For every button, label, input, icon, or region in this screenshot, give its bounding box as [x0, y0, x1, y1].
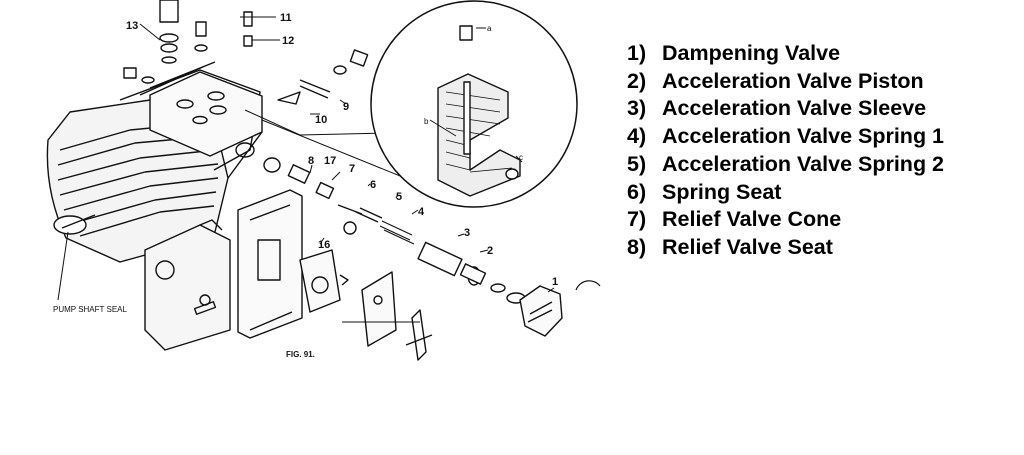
callout-17: 17	[324, 155, 336, 167]
end-cover	[361, 271, 433, 361]
legend-item: 1)Dampening Valve	[627, 41, 841, 65]
detail-callouts: a b c	[424, 24, 523, 162]
detail-callout-c: c	[519, 153, 523, 162]
callout-8: 8	[308, 155, 314, 167]
callout-7: 7	[349, 163, 355, 175]
legend-item: 8)Relief Valve Seat	[627, 234, 833, 259]
callout-10: 10	[315, 114, 327, 126]
legend-item: 4)Acceleration Valve Spring 1	[627, 124, 945, 149]
callout-2: 2	[487, 245, 493, 257]
legend-item: 6)Spring Seat	[627, 179, 782, 204]
valve-stack	[287, 164, 563, 337]
detail-callout-b: b	[424, 117, 429, 126]
callout-5: 5	[396, 191, 402, 203]
callout-1: 1	[552, 276, 558, 288]
callout-12: 12	[282, 35, 294, 47]
mounting-bracket	[144, 219, 231, 351]
exploded-pump-diagram: 1 2 3 4 5 6 7 8 9 10 11 12 13 16 17 a b …	[46, 0, 601, 361]
callout-11: 11	[280, 12, 292, 24]
top-fasteners	[123, 0, 369, 105]
pump-shaft-seal-label: PUMP SHAFT SEAL	[53, 305, 128, 314]
callout-6: 6	[370, 179, 376, 191]
partial-circle-mark	[575, 280, 601, 291]
legend-item: 7)Relief Valve Cone	[627, 207, 842, 232]
callout-9: 9	[343, 101, 349, 113]
callout-3: 3	[464, 227, 470, 239]
leader-lines	[57, 16, 555, 323]
callout-16: 16	[318, 239, 330, 251]
figure-caption: FIG. 91.	[286, 350, 315, 359]
callout-13: 13	[126, 20, 138, 32]
detail-callout-a: a	[487, 24, 492, 33]
callout-4: 4	[418, 206, 425, 218]
parts-legend: 1)Dampening Valve 2)Acceleration Valve P…	[627, 40, 944, 262]
valve-plate	[237, 189, 341, 339]
upper-block	[149, 71, 281, 179]
part-callouts: 1 2 3 4 5 6 7 8 9 10 11 12 13 16 17	[126, 12, 558, 288]
detail-inset	[370, 0, 578, 208]
legend-item: 2)Acceleration Valve Piston	[627, 68, 924, 93]
legend-item: 5)Acceleration Valve Spring 2	[627, 151, 945, 176]
legend-item: 3)Acceleration Valve Sleeve	[627, 96, 927, 121]
